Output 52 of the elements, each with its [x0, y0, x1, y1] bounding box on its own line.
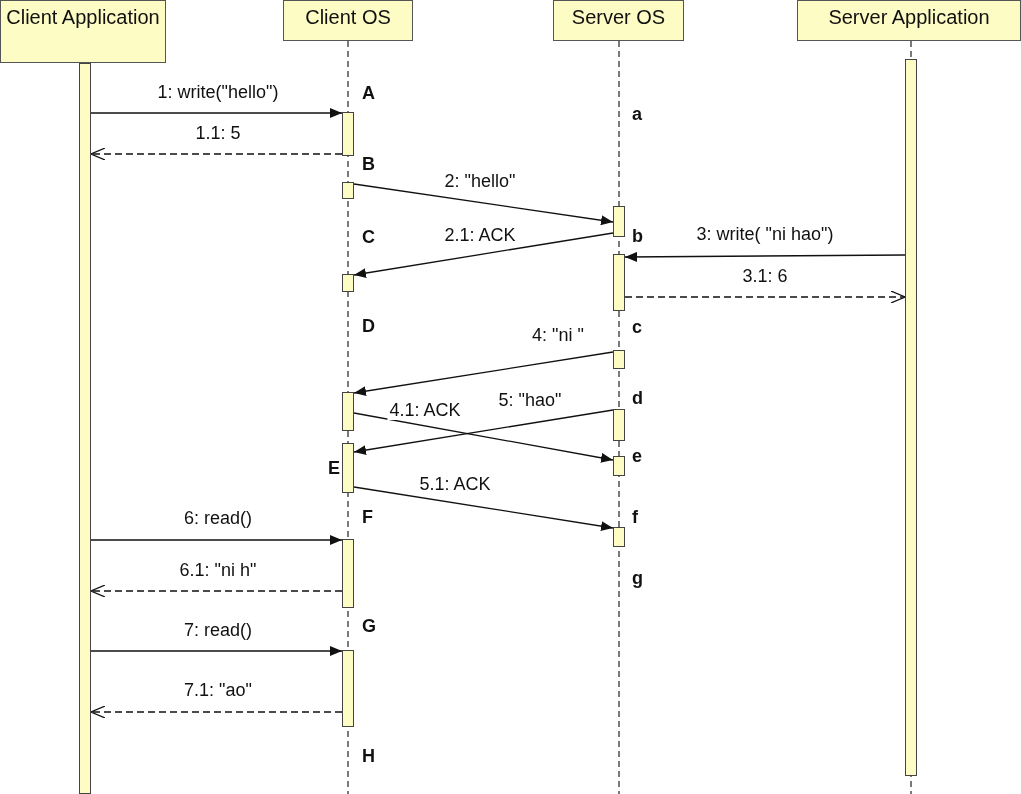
message-arrow	[90, 646, 343, 656]
message-arrow	[624, 251, 906, 262]
return-message-arrow	[90, 147, 343, 161]
message-arrow	[353, 183, 614, 226]
point-label: b	[632, 226, 643, 246]
point-label: B	[362, 154, 375, 174]
point-label: E	[328, 458, 340, 478]
lifeline-header: Server Application	[797, 0, 1021, 41]
point-label: D	[362, 316, 375, 336]
activation-bar	[342, 392, 354, 431]
message-arrow	[353, 486, 614, 532]
activation-bar	[613, 350, 625, 369]
lifeline-header: Server OS	[553, 0, 684, 41]
point-label: e	[632, 446, 642, 466]
message-label: 3: write( "ni hao")	[694, 224, 836, 244]
activation-bar	[613, 527, 625, 547]
message-arrow	[90, 535, 343, 545]
point-label: a	[632, 104, 642, 124]
message-label: 1: write("hello")	[155, 82, 281, 102]
point-label: c	[632, 317, 642, 337]
message-label: 7: read()	[182, 620, 254, 640]
lifeline-header: Client OS	[283, 0, 413, 41]
message-arrow	[353, 351, 614, 397]
return-message-arrow	[624, 290, 906, 304]
message-arrow	[90, 108, 343, 118]
message-arrow	[353, 412, 614, 463]
point-label: H	[362, 746, 375, 766]
message-label: 6: read()	[182, 508, 254, 528]
activation-bar	[613, 409, 625, 441]
lifeline-header: Client Application	[0, 0, 166, 63]
point-label: G	[362, 616, 376, 636]
activation-bar	[613, 456, 625, 476]
activation-bar	[613, 206, 625, 237]
activation-bar	[342, 112, 354, 156]
point-label: A	[362, 83, 375, 103]
point-label: f	[632, 507, 638, 527]
point-label: g	[632, 568, 643, 588]
activation-bar	[613, 254, 625, 311]
message-label: 4.1: ACK	[387, 400, 463, 420]
point-label: C	[362, 227, 375, 247]
activation-bar	[342, 182, 354, 199]
point-label: F	[362, 507, 373, 527]
message-arrow	[353, 232, 614, 278]
activation-bar	[79, 63, 91, 794]
activation-bar	[342, 539, 354, 608]
activation-bar	[342, 274, 354, 292]
point-label: d	[632, 388, 643, 408]
return-message-arrow	[90, 705, 343, 719]
activation-bar	[342, 650, 354, 727]
return-message-arrow	[90, 584, 343, 598]
message-arrow	[353, 409, 614, 455]
activation-bar	[342, 443, 354, 493]
